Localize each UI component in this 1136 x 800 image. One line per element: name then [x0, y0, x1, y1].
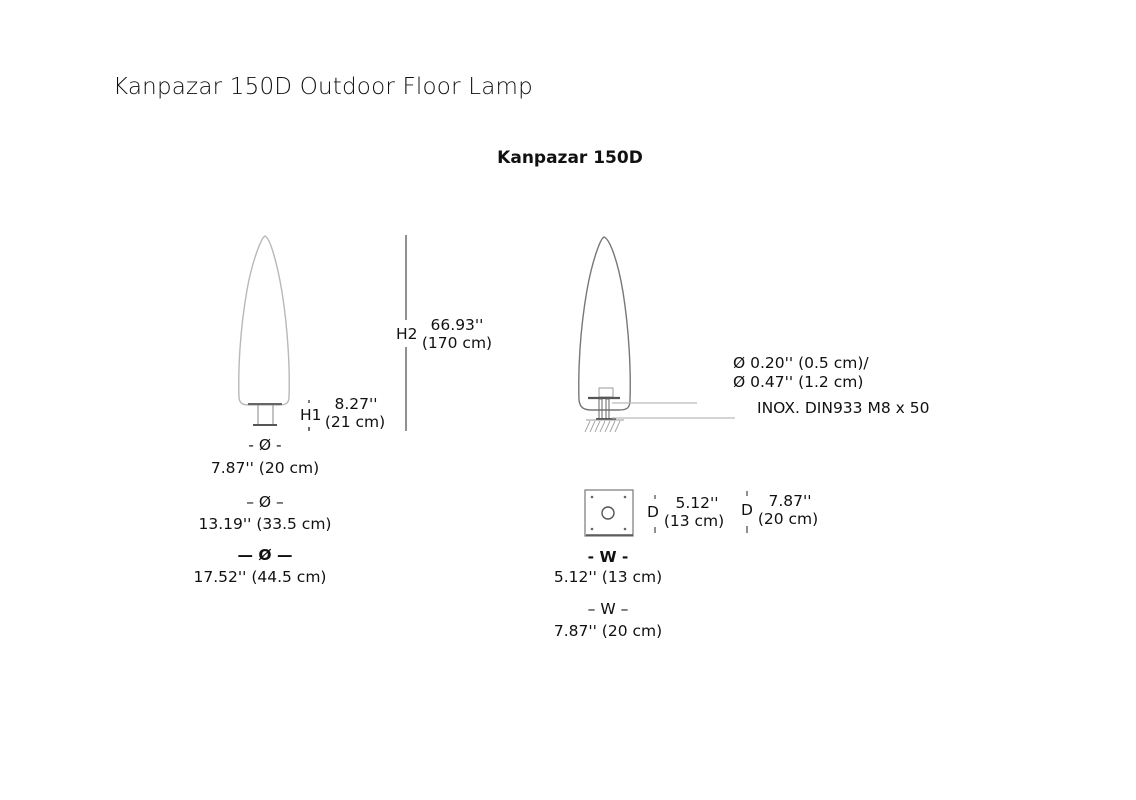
plate-1-d-inches: 5.12'': [675, 494, 719, 512]
plate-2-d-label: D: [741, 501, 753, 519]
h2-inches: 66.93'': [430, 316, 484, 334]
plate-2-d-inches: 7.87'': [768, 492, 812, 510]
diameter-1-value: 7.87'' (20 cm): [210, 459, 320, 477]
diameter-3-symbol: — Ø —: [237, 546, 293, 564]
width-1-value: 5.12'' (13 cm): [553, 568, 663, 586]
diameter-2-value: 13.19'' (33.5 cm): [198, 515, 332, 533]
plate-1-d-cm: (13 cm): [663, 512, 725, 530]
product-subtitle: Kanpazar 150D: [497, 148, 643, 168]
h1-cm: (21 cm): [324, 413, 386, 431]
width-2-symbol: – W –: [587, 600, 629, 618]
h1-inches: 8.27'': [334, 395, 378, 413]
page-title: Kanpazar 150D Outdoor Floor Lamp: [113, 74, 533, 100]
anchor-diameter-line1: Ø 0.20'' (0.5 cm)/: [733, 354, 869, 372]
plate-1-d-label: D: [647, 503, 659, 521]
h2-cm: (170 cm): [421, 334, 493, 352]
plate-2-d-cm: (20 cm): [757, 510, 819, 528]
anchor-diameter-line2: Ø 0.47'' (1.2 cm): [733, 373, 864, 391]
right-lamp-shade: [578, 236, 631, 411]
width-2-value: 7.87'' (20 cm): [553, 622, 663, 640]
diameter-2-symbol: – Ø –: [246, 493, 284, 511]
diameter-3-value: 17.52'' (44.5 cm): [193, 568, 327, 586]
h1-label: H1: [300, 406, 322, 424]
bolt-spec: INOX. DIN933 M8 x 50: [757, 399, 930, 417]
diameter-1-symbol: - Ø -: [248, 436, 282, 454]
width-1-symbol: - W -: [587, 548, 629, 566]
left-lamp-shade: [238, 235, 290, 406]
h2-label: H2: [396, 325, 418, 343]
